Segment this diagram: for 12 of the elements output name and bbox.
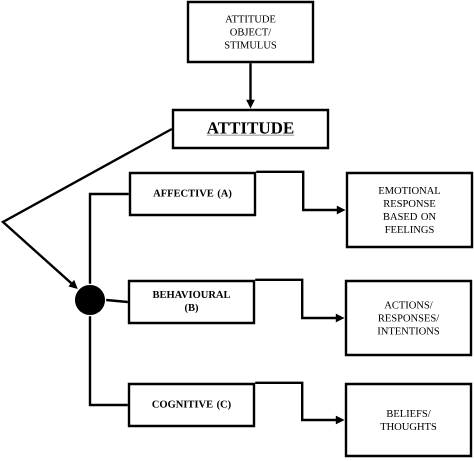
- component-box: BEHAVIOURAL (B): [128, 280, 256, 324]
- text-box: ACTIONS/ RESPONSES/ INTENTIONS: [344, 280, 472, 356]
- text-box: ATTITUDE OBJECT/ STIMULUS: [186, 0, 314, 64]
- junction-dot: [75, 285, 105, 315]
- connector-line: [88, 316, 128, 406]
- connector-line: [106, 298, 128, 304]
- component-box: COGNITIVE (C): [128, 382, 256, 428]
- connector-line: [88, 192, 129, 284]
- text-box: EMOTIONAL RESPONSE BASED ON FEELINGS: [346, 172, 474, 248]
- component-box: AFFECTIVE (A): [128, 172, 256, 216]
- attitude-box: ATTITUDE: [172, 108, 330, 150]
- text-box: BELIEFS/ THOUGHTS: [344, 382, 472, 458]
